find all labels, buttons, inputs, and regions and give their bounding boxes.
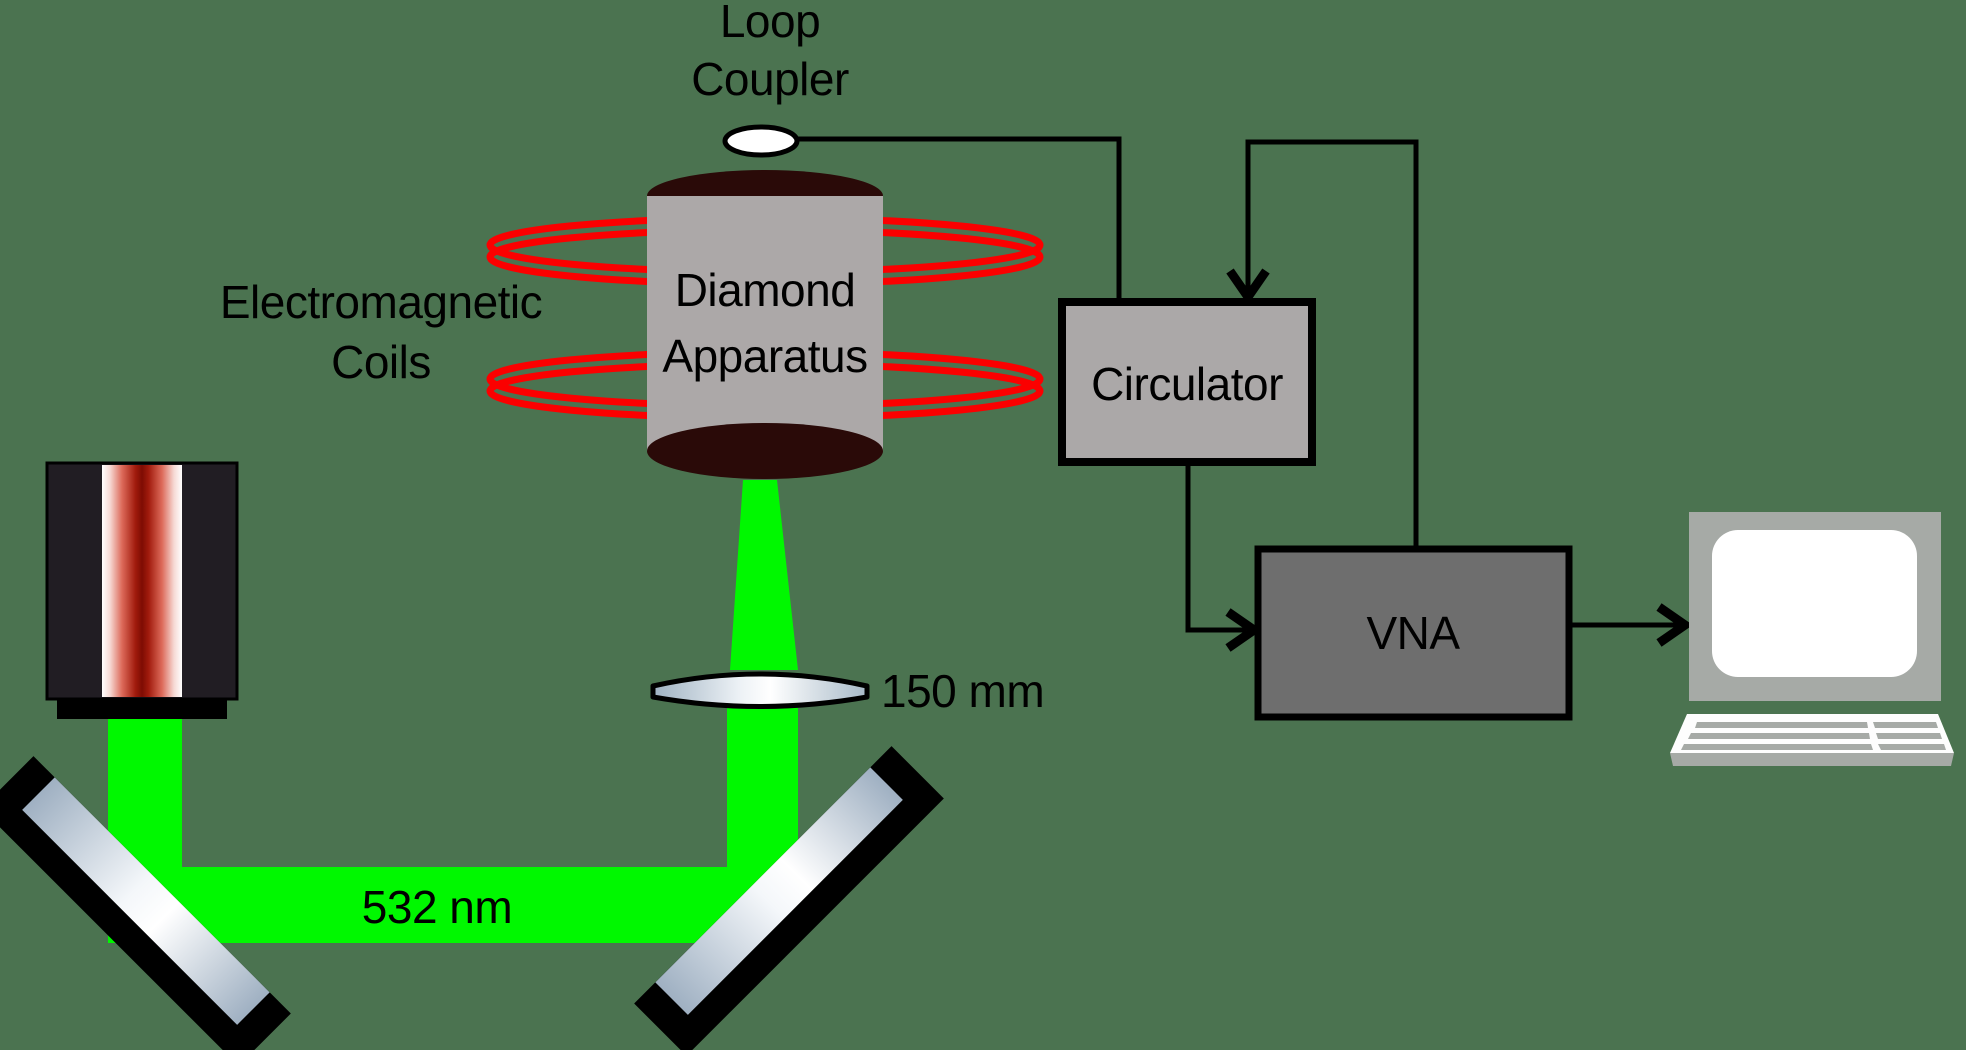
diamond-apparatus-label-line2: Apparatus (662, 330, 868, 382)
loop-coupler-ellipse (722, 124, 800, 158)
arrowhead-into-computer-icon (1656, 603, 1693, 647)
circulator-box (1058, 298, 1316, 466)
beam-converging-cone (730, 480, 798, 670)
keyboard-key-row (1878, 744, 1946, 750)
computer (1670, 512, 1954, 766)
microwave-wiring (797, 136, 1678, 633)
laser-source (45, 461, 239, 719)
beam-horizontal (108, 867, 798, 943)
mirror-right-face (655, 767, 903, 1015)
lens-focal-length-label: 150 mm (881, 665, 1045, 717)
laser-aperture-stripe (102, 465, 182, 697)
mirror-right (634, 746, 944, 1050)
keyboard-keys (1681, 722, 1946, 750)
diamond-apparatus (647, 170, 883, 479)
apparatus-body (647, 196, 883, 451)
wire-vna-to-circulator (1245, 139, 1419, 549)
loop-coupler-label: Loop Coupler (691, 0, 849, 108)
arrowheads (1225, 268, 1693, 652)
focusing-lens (650, 671, 870, 709)
loop-coupler-label-line1: Loop (719, 0, 821, 47)
vna-label: VNA (1366, 607, 1460, 659)
electromagnetic-coils-label: Electromagnetic Coils (219, 272, 543, 392)
laser-wavelength-label: 532 nm (361, 881, 513, 933)
circulator-label: Circulator (1091, 358, 1283, 410)
diamond-apparatus-label: Diamond Apparatus (662, 257, 868, 389)
electromagnetic-coils-label-line2: Coils (331, 336, 431, 388)
keyboard-key-row (1873, 722, 1938, 728)
diamond-apparatus-label-line1: Diamond (674, 264, 856, 316)
monitor-screen (1712, 530, 1917, 677)
keyboard-key-row (1688, 733, 1870, 739)
arrowhead-into-vna-icon (1225, 608, 1262, 652)
loop-coupler-label-line2: Coupler (691, 53, 849, 105)
keyboard-key-row (1681, 744, 1873, 750)
vna-box (1254, 545, 1573, 721)
wire-coupler-to-circulator (797, 136, 1122, 300)
keyboard-key-row (1695, 722, 1868, 728)
mirror-left-face (22, 777, 270, 1025)
electromagnetic-coils-label-line1: Electromagnetic (219, 276, 543, 328)
keyboard-key-row (1876, 733, 1942, 739)
mirror-left (0, 756, 291, 1050)
apparatus-bottom-cap (647, 423, 883, 479)
keyboard-front (1670, 753, 1954, 766)
laser-base (57, 699, 227, 719)
arrowhead-into-circulator-icon (1226, 268, 1270, 305)
wire-circulator-to-vna (1185, 462, 1246, 633)
